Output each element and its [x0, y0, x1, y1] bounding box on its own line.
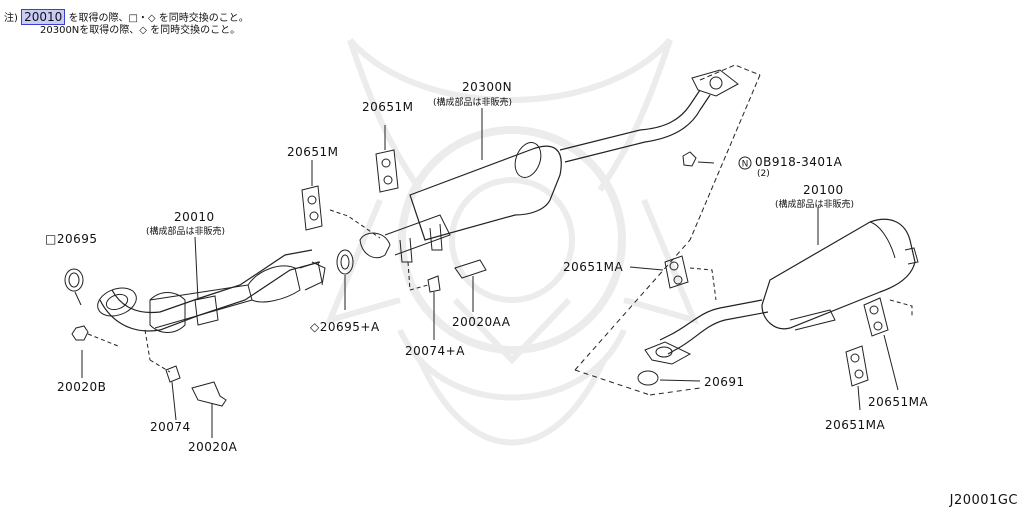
label-20695A[interactable]: ◇20695+A	[310, 320, 380, 334]
line-layer	[64, 64, 919, 438]
note-text-1: を取得の際、□・◇ を同時交換のこと。	[68, 13, 249, 24]
hanger-20651MA-bottom	[845, 345, 869, 411]
label-20651MA-b[interactable]: 20651MA	[868, 395, 929, 409]
note-line-1: 注) 20010 を取得の際、□・◇ を同時交換のこと。	[4, 9, 249, 25]
label-20010-note: (構成部品は非販売)	[146, 227, 226, 237]
label-0B918-qty: (2)	[757, 169, 770, 179]
leader-lines	[74, 108, 819, 438]
sensor-20074A-20020AA	[407, 259, 487, 340]
label-20020A[interactable]: 20020A	[188, 440, 238, 454]
hanger-20651M-a	[375, 149, 399, 193]
front-catalyst-assembly	[97, 249, 326, 333]
label-20695[interactable]: □20695	[45, 232, 98, 246]
label-20300N-note: (構成部品は非販売)	[433, 98, 513, 108]
label-20010[interactable]: 20010	[174, 210, 215, 224]
label-0B918-3401A[interactable]: 0B918-3401A	[755, 155, 843, 169]
label-20100[interactable]: 20100	[803, 183, 844, 197]
watermark-emblem	[324, 38, 700, 446]
gasket-20695A	[336, 249, 354, 310]
sensor-20074-20020A	[144, 329, 227, 407]
gasket-20695-left	[64, 268, 84, 292]
rear-muffler-assembly	[644, 218, 919, 365]
note-prefix: 注)	[4, 13, 18, 24]
label-20020AA[interactable]: 20020AA	[452, 315, 511, 329]
highlighted-part-number[interactable]: 20010	[21, 9, 66, 25]
label-20074A[interactable]: 20074+A	[405, 344, 465, 358]
label-20074[interactable]: 20074	[150, 420, 191, 434]
label-20651MA-a[interactable]: 20651MA	[563, 260, 624, 274]
hanger-20651M-b	[301, 185, 381, 239]
label-20300N[interactable]: 20300N	[462, 80, 513, 94]
label-20691[interactable]: 20691	[704, 375, 745, 389]
label-20651M-a[interactable]: 20651M	[362, 100, 414, 114]
rear-section-boundary	[574, 239, 701, 396]
label-20651M-b[interactable]: 20651M	[287, 145, 339, 159]
center-muffler-assembly	[359, 69, 739, 263]
bolt-0B918-3401A	[682, 64, 761, 241]
svg-text:N: N	[742, 160, 749, 170]
note-line-2: 20300Nを取得の際、◇ を同時交換のこと。	[40, 25, 241, 36]
hanger-20651MA-top	[664, 255, 717, 301]
label-20100-note: (構成部品は非販売)	[775, 200, 855, 210]
diagram-code: J20001GC	[949, 493, 1018, 508]
hanger-20651MA-right	[863, 297, 913, 391]
label-20651MA-c[interactable]: 20651MA	[825, 418, 886, 432]
circled-n-icon: N	[738, 156, 752, 170]
gasket-20691	[637, 370, 701, 386]
nut-20020B	[71, 325, 119, 347]
label-20020B[interactable]: 20020B	[57, 380, 107, 394]
